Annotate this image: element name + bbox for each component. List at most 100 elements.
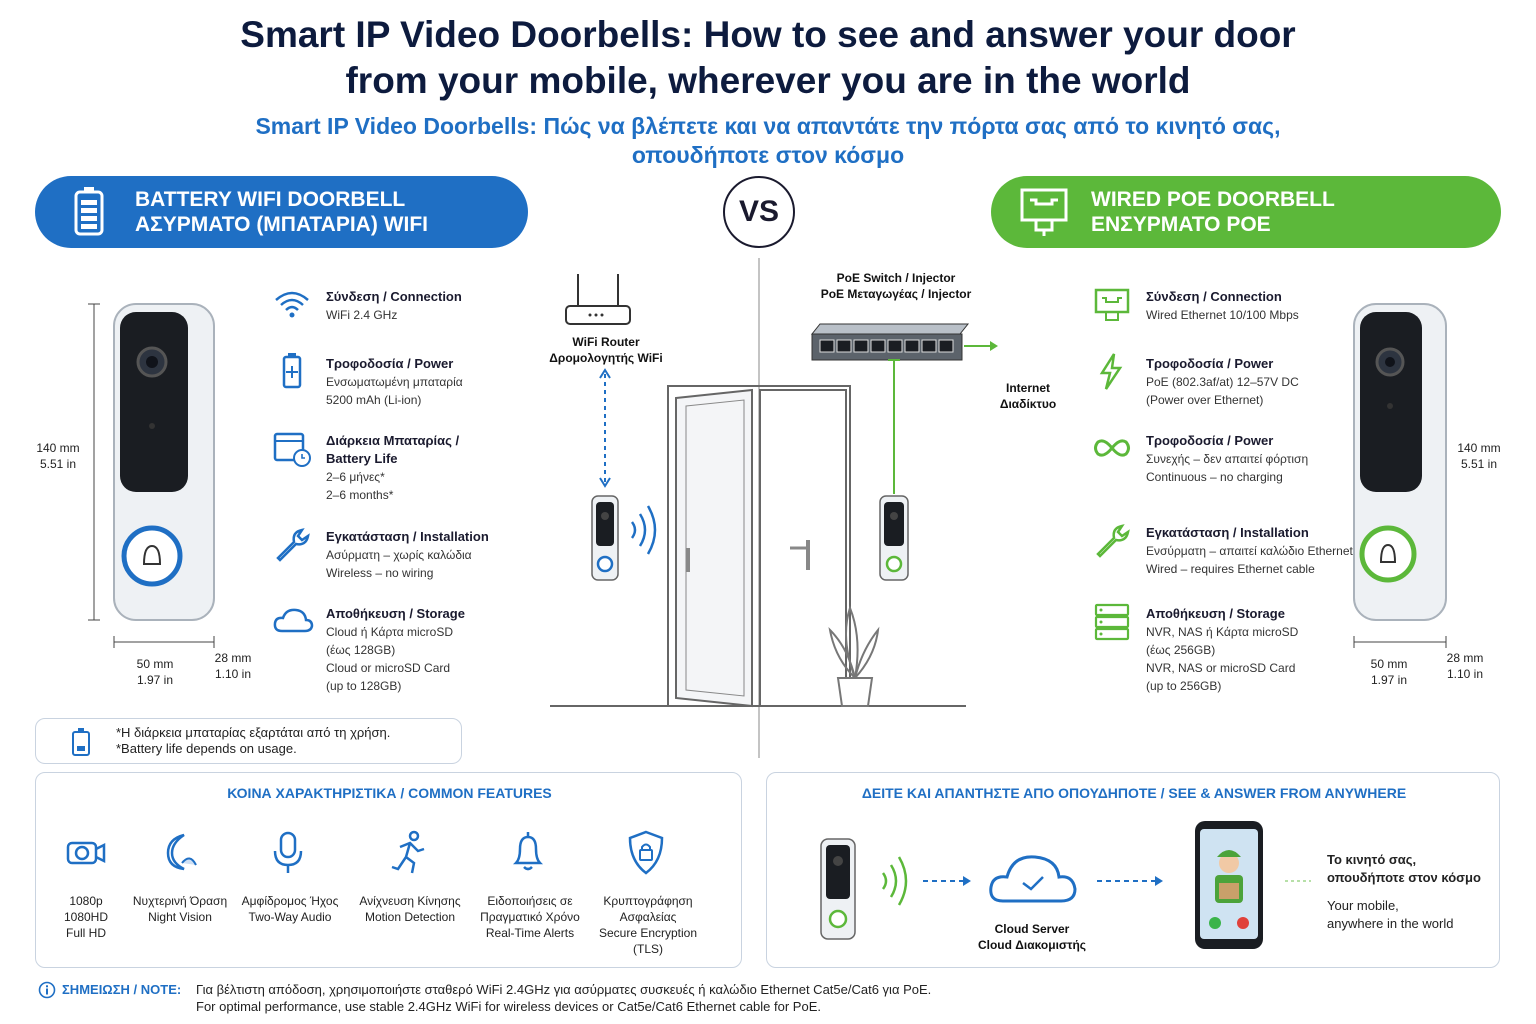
battery-width-in: 1.97 in xyxy=(136,673,174,687)
battery-note-gr: *Η διάρκεια μπαταρίας εξαρτάται από τη χ… xyxy=(116,725,391,740)
cloud-label-en: Cloud Server xyxy=(994,922,1070,936)
switch-label-en: PoE Switch / Injector xyxy=(836,271,956,285)
plant-icon xyxy=(828,605,880,707)
feature-line: (Power over Ethernet) xyxy=(1146,393,1264,407)
common-feature-line: Νυχτερινή Όραση xyxy=(132,894,228,908)
footer-text-en: For optimal performance, use stable 2.4G… xyxy=(196,999,821,1014)
feature-line: (έως 128GB) xyxy=(326,643,396,657)
running-person-icon xyxy=(391,830,425,874)
battery-height-in: 5.51 in xyxy=(39,457,77,471)
common-feature-line: Night Vision xyxy=(148,910,212,924)
battery-depth-mm: 28 mm xyxy=(214,651,252,665)
anywhere-box: ΔΕΙΤΕ ΚΑΙ ΑΠΑΝΤΗΣΤΕ ΑΠΟ ΟΠΟΥΔΗΠΟΤΕ / SEE… xyxy=(766,772,1500,968)
infinity-icon xyxy=(1094,439,1130,457)
feature-line: WiFi 2.4 GHz xyxy=(326,308,398,322)
battery-doorbell-small xyxy=(591,495,619,581)
battery-small-icon xyxy=(72,728,90,756)
feature-title-2: Battery Life xyxy=(326,451,398,466)
router-label-en: WiFi Router xyxy=(572,335,640,349)
feature-title: Τροφοδοσία / Power xyxy=(1146,433,1274,448)
feature-line: (up to 256GB) xyxy=(1146,679,1222,693)
poe-height-mm: 140 mm xyxy=(1457,441,1501,455)
ethernet-port-icon xyxy=(1020,188,1068,236)
battery-icon xyxy=(74,187,104,236)
poe-width-mm: 50 mm xyxy=(1370,657,1408,671)
feature-line: Wired – requires Ethernet cable xyxy=(1146,562,1315,576)
internet-label-en: Internet xyxy=(1005,381,1050,395)
feature-line: Wireless – no wiring xyxy=(326,566,434,580)
battery-doorbell-illustration xyxy=(88,303,215,648)
common-feature-line: Real-Time Alerts xyxy=(485,926,575,940)
mobile-phone-icon xyxy=(1195,821,1263,949)
feature-line: PoE (802.3af/at) 12–57V DC xyxy=(1146,375,1299,389)
common-feature-line: Πραγματικό Χρόνο xyxy=(480,910,580,924)
feature-line: Ενσύρματη – απαιτεί καλώδιο Ethernet xyxy=(1146,544,1353,558)
poe-depth-in: 1.10 in xyxy=(1446,667,1484,681)
feature-line: 5200 mAh (Li-ion) xyxy=(326,393,422,407)
feature-line: Ασύρματη – χωρίς καλώδια xyxy=(326,548,472,562)
cloud-icon xyxy=(273,608,314,633)
feature-line: Συνεχής – δεν απαιτεί φόρτιση xyxy=(1146,452,1309,466)
poe-height-in: 5.51 in xyxy=(1460,457,1498,471)
battery-icon xyxy=(282,353,302,389)
page-subtitle: Smart IP Video Doorbells: Πώς να βλέπετε… xyxy=(255,113,1281,168)
poe-doorbell-small xyxy=(879,495,909,581)
common-feature-line: Κρυπτογράφηση xyxy=(603,894,693,908)
feature-line: Cloud ή Κάρτα microSD xyxy=(326,625,453,639)
cloud-server-icon xyxy=(989,855,1077,903)
router-icon xyxy=(565,274,631,325)
feature-line: NVR, NAS ή Κάρτα microSD xyxy=(1146,625,1299,639)
common-feature-line: Secure Encryption xyxy=(598,926,698,940)
feature-line: 2–6 μήνες* xyxy=(326,470,385,484)
mobile-label-en1: Your mobile, xyxy=(1327,898,1399,913)
feature-line: Ενσωματωμένη μπαταρία xyxy=(326,375,463,389)
poe-width-in: 1.97 in xyxy=(1370,673,1408,687)
poe-heading: WIRED POE DOORBELL ΕΝΣΥΡΜΑΤΟ POE xyxy=(991,176,1501,248)
common-feature-line: 1080p xyxy=(69,894,103,908)
mobile-label-en2: anywhere in the world xyxy=(1327,916,1454,931)
feature-line: (έως 256GB) xyxy=(1146,643,1216,657)
battery-heading: BATTERY WIFI DOORBELL ΑΣΥΡΜΑΤΟ (ΜΠΑΤΑΡΙΑ… xyxy=(35,176,528,248)
battery-depth-in: 1.10 in xyxy=(214,667,252,681)
poe-switch-icon xyxy=(810,323,970,361)
bell-icon xyxy=(512,832,544,871)
feature-title: Σύνδεση / Connection xyxy=(1146,289,1282,304)
info-icon xyxy=(38,981,56,999)
feature-title: Εγκατάσταση / Installation xyxy=(326,529,489,544)
battery-note-box: *Η διάρκεια μπαταρίας εξαρτάται από τη χ… xyxy=(35,718,462,764)
wrench-icon xyxy=(276,528,310,562)
feature-title: Τροφοδοσία / Power xyxy=(326,356,454,371)
feature-line: Continuous – no charging xyxy=(1146,470,1283,484)
moon-icon xyxy=(166,833,197,871)
feature-title: Εγκατάσταση / Installation xyxy=(1146,525,1309,540)
common-feature-line: Two-Way Audio xyxy=(248,910,332,924)
wrench-icon xyxy=(1096,524,1130,558)
internet-label-gr: Διαδίκτυο xyxy=(999,397,1057,411)
mobile-label-gr1: Το κινητό σας, xyxy=(1327,852,1417,867)
common-feature-line: Ειδοποιήσεις σε xyxy=(487,894,573,908)
common-features-heading: ΚΟΙΝΑ ΧΑΡΑΚΤΗΡΙΣΤΙΚΑ / COMMON FEATURES xyxy=(227,785,552,801)
battery-note-en: *Battery life depends on usage. xyxy=(116,741,297,756)
feature-title: Αποθήκευση / Storage xyxy=(326,606,465,621)
switch-label-gr: PoE Μεταγωγέας / Injector xyxy=(820,287,972,301)
poe-depth-mm: 28 mm xyxy=(1446,651,1484,665)
footer-text-gr: Για βέλτιστη απόδοση, χρησιμοποιήστε στα… xyxy=(196,982,932,997)
calendar-clock-icon xyxy=(273,432,311,467)
battery-width-mm: 50 mm xyxy=(136,657,174,671)
shield-lock-icon xyxy=(628,830,664,875)
doorbell-small-icon xyxy=(820,838,856,940)
footer-label: ΣΗΜΕΙΩΣΗ / NOTE: xyxy=(62,982,182,997)
common-feature-line: Αμφίδρομος Ήχος xyxy=(241,894,339,908)
feature-title: Σύνδεση / Connection xyxy=(326,289,462,304)
anywhere-heading: ΔΕΙΤΕ ΚΑΙ ΑΠΑΝΤΗΣΤΕ ΑΠΟ ΟΠΟΥΔΗΠΟΤΕ / SEE… xyxy=(861,785,1407,801)
